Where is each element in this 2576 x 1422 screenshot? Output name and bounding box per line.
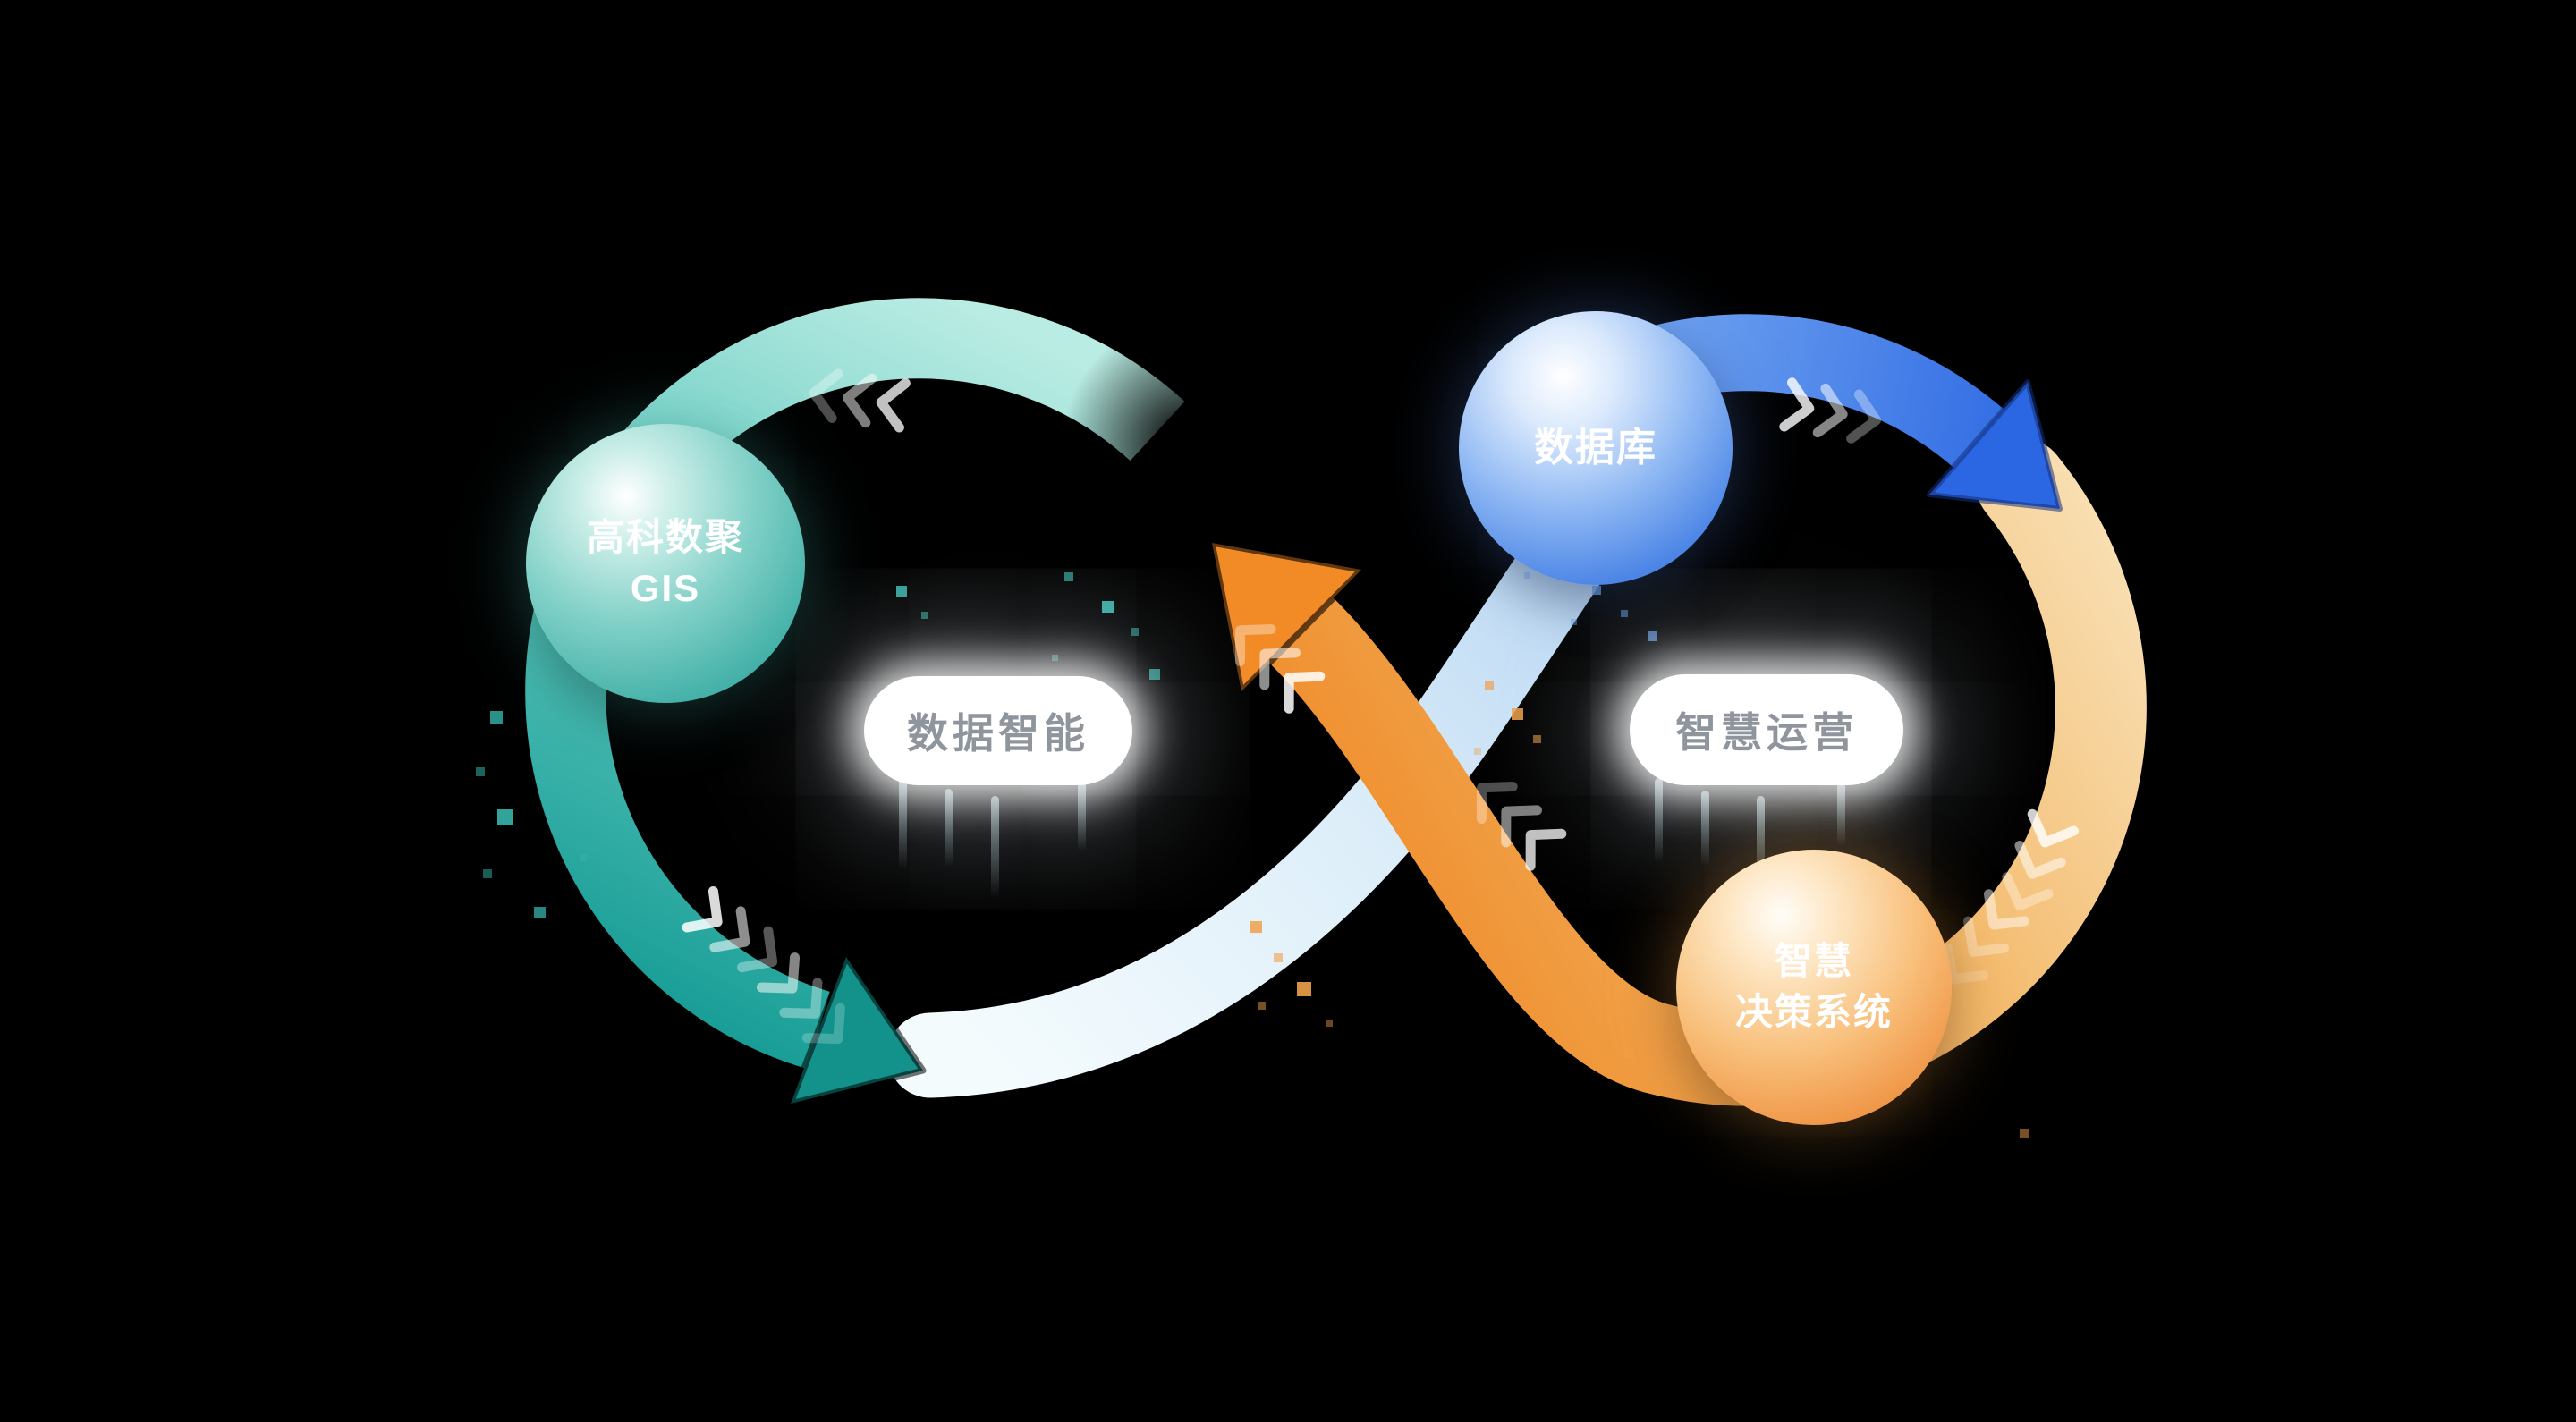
orange-arrowhead-icon xyxy=(1208,539,1365,695)
node-database-sphere: 数据库 xyxy=(1459,311,1733,585)
left-loop-label: 数据智能 xyxy=(907,710,1089,757)
light-streak xyxy=(899,776,907,870)
light-streak xyxy=(1837,780,1845,847)
node-gis-label: 高科数聚 GIS xyxy=(586,516,744,609)
left-loop-arc-fade xyxy=(1063,317,1317,571)
light-streak xyxy=(1701,791,1709,867)
light-streak xyxy=(991,796,999,899)
right-loop-label: 智慧运营 xyxy=(1675,709,1858,756)
light-streak xyxy=(945,789,953,868)
node-database-label: 数据库 xyxy=(1534,426,1657,470)
light-streak xyxy=(1655,778,1663,863)
left-loop-arrowhead-icon xyxy=(787,953,927,1107)
right-loop-label-pill: 智慧运营 xyxy=(1630,674,1903,785)
node-decision-sphere: 智慧 决策系统 xyxy=(1676,850,1952,1125)
node-decision-label: 智慧 决策系统 xyxy=(1734,940,1893,1033)
particles xyxy=(476,572,2029,1138)
node-gis-sphere: 高科数聚 GIS xyxy=(526,424,805,703)
left-loop-label-pill: 数据智能 xyxy=(864,676,1132,785)
blue-arrowhead-icon xyxy=(1927,379,2063,512)
light-streak xyxy=(1078,782,1086,851)
light-streak xyxy=(1757,796,1765,896)
